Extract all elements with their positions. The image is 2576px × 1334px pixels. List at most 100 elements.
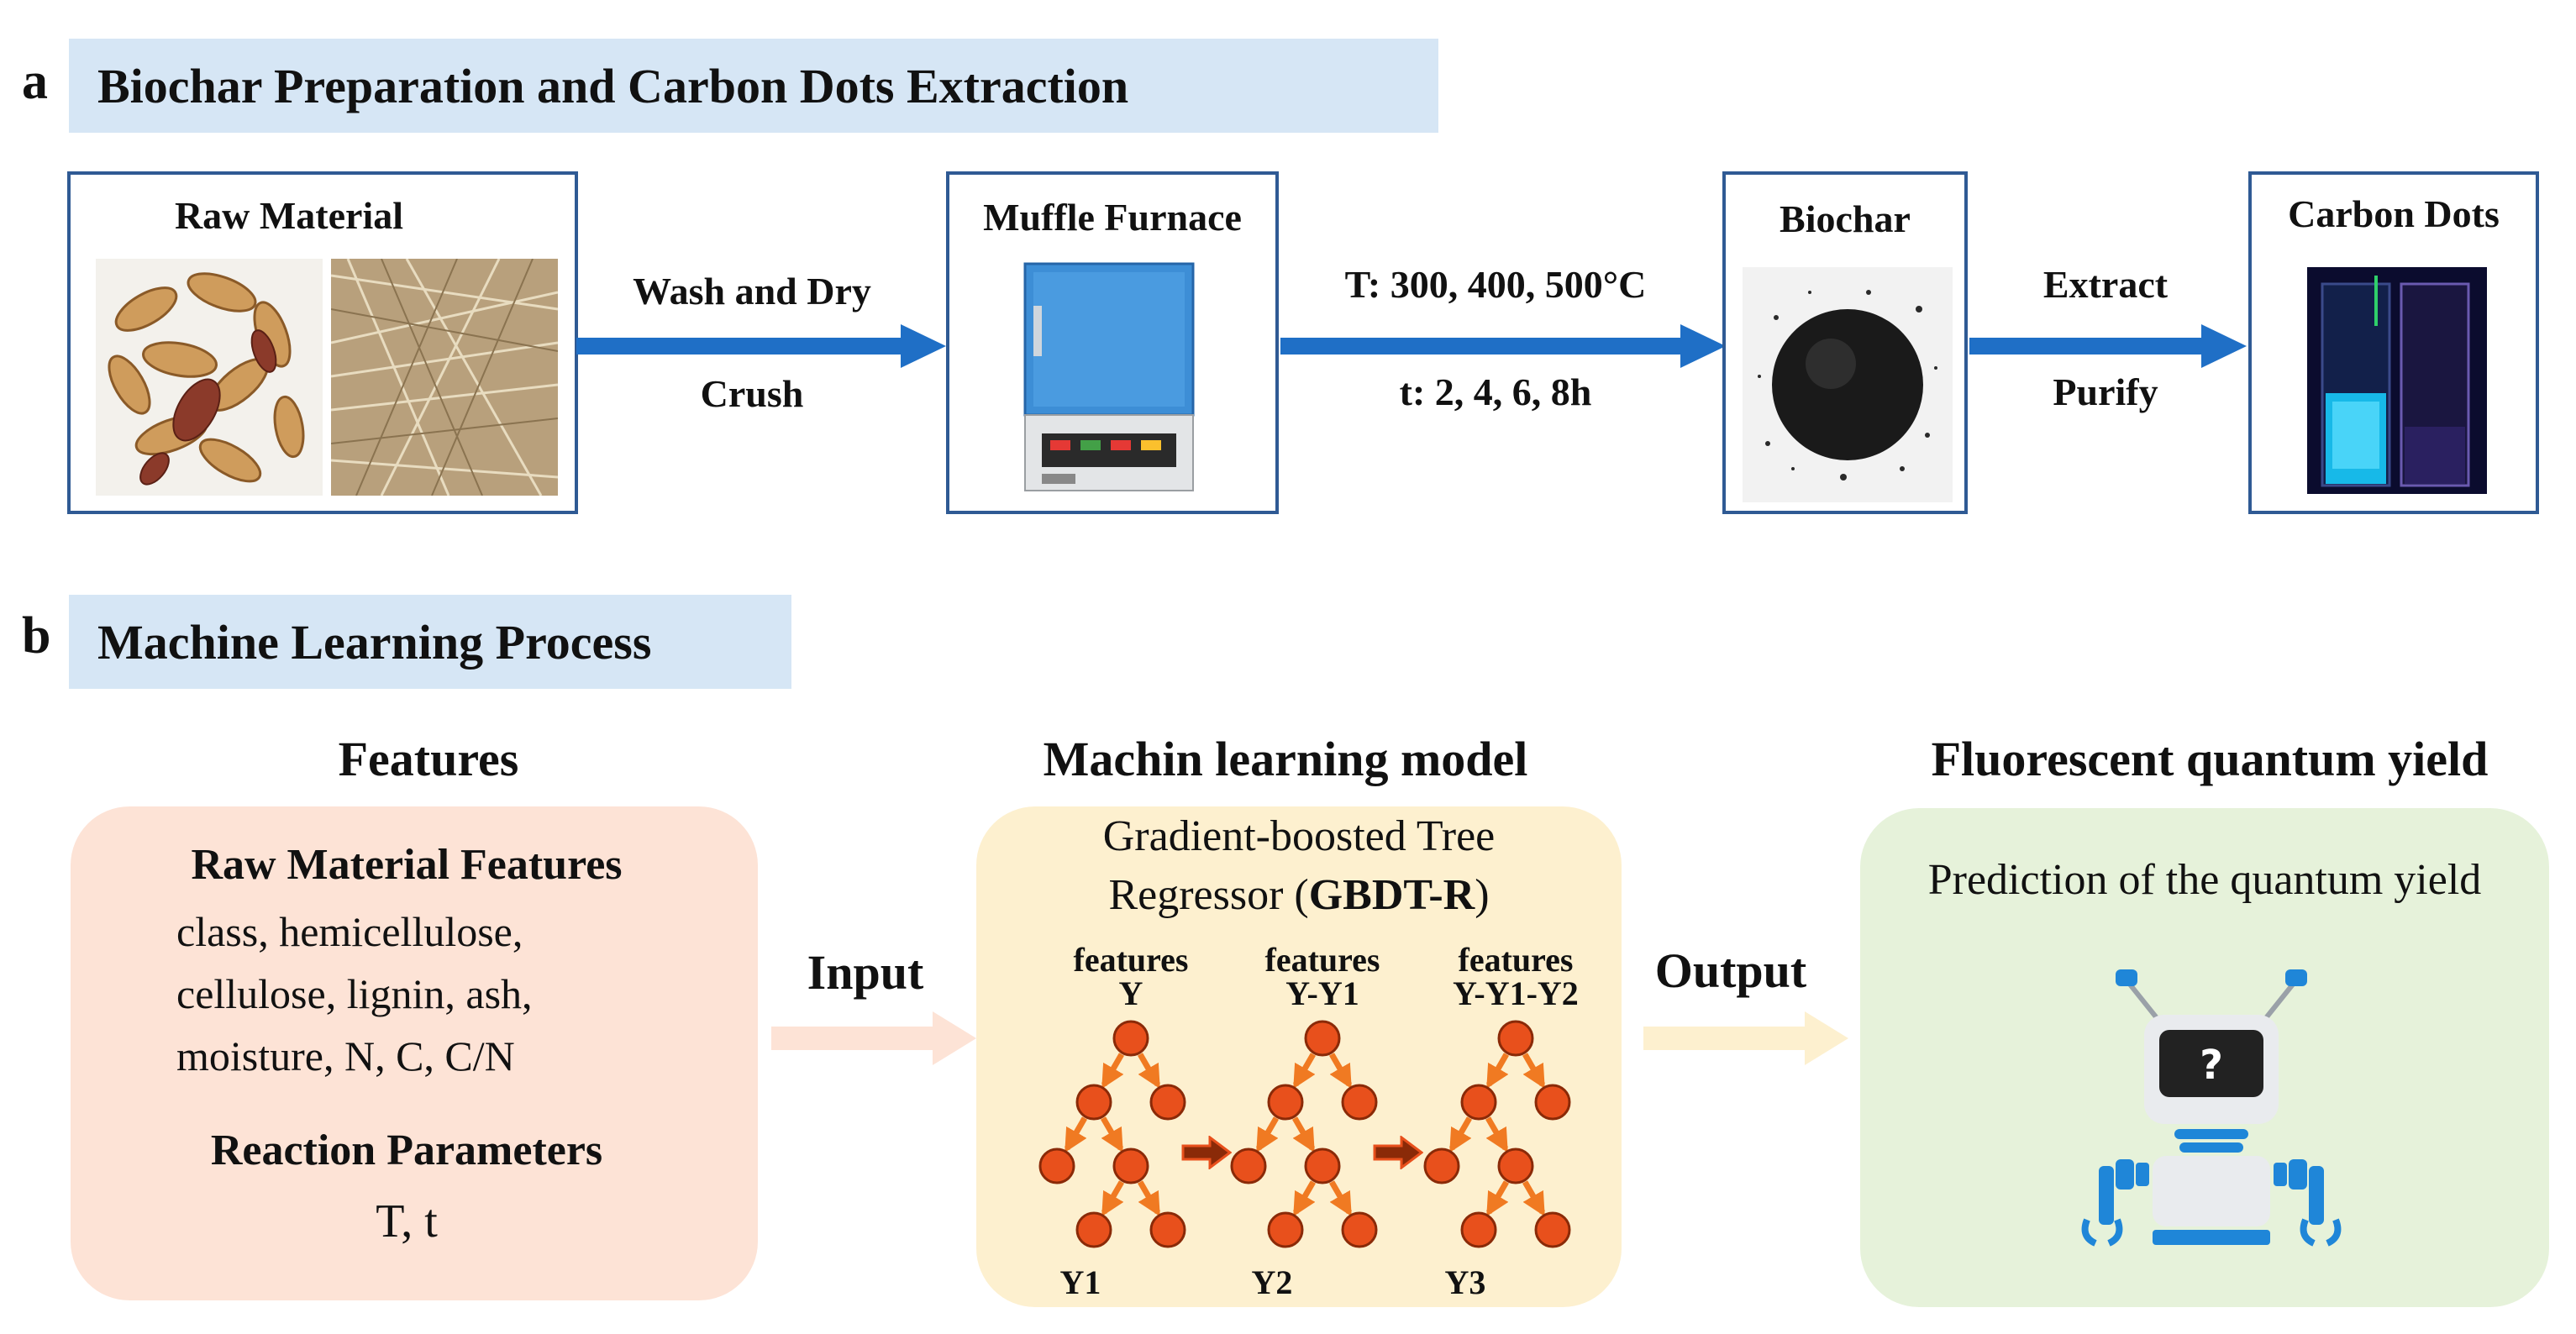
raw-features-line-2: cellulose, lignin, ash, [176,970,533,1017]
tree-edge [1137,1180,1161,1217]
tree-node [1497,1148,1534,1184]
raw-material-title: Raw Material [174,194,404,237]
output-arrow [1643,1011,1848,1065]
model-heading: Machin learning model [1043,732,1528,786]
process-arrow-3 [1969,324,2247,368]
tree-node [1460,1084,1497,1121]
carbon-dots-box: Carbon Dots [2248,171,2539,514]
tree-node [1038,1148,1075,1184]
model-name-prefix: Regressor ( [1108,871,1309,919]
furnace-icon [1023,262,1195,491]
arrow1-bottom-label: Crush [700,372,804,415]
input-label: Input [807,945,924,1000]
tree-node [1267,1211,1304,1248]
reaction-parameters-title: Reaction Parameters [210,1127,603,1174]
tree-connector-arrow [1373,1136,1423,1169]
biochar-box: Biochar [1722,171,1968,514]
features-heading: Features [338,732,519,786]
tree-node [1341,1211,1378,1248]
tree-3-feature-label: features [1458,941,1574,979]
tree-node [1149,1211,1186,1248]
biochar-image [1743,267,1953,502]
tree-node [1341,1084,1378,1121]
robot-icon: ? [2081,969,2342,1247]
tree-node [1534,1084,1571,1121]
muffle-furnace-box: Muffle Furnace [946,171,1279,514]
tree-node [1497,1020,1534,1057]
tree-edge [1485,1116,1509,1153]
yield-text: Prediction of the quantum yield [1927,856,2482,904]
process-arrow-2 [1280,324,1726,368]
tree-node [1460,1211,1497,1248]
tree-1-output-label: Y1 [1059,1263,1101,1301]
carbon-dots-title: Carbon Dots [2288,192,2500,235]
panel-b-title: Machine Learning Process [69,595,791,689]
tree-edge [1522,1180,1546,1217]
tree-node [1230,1148,1267,1184]
raw-features-title: Raw Material Features [191,841,623,889]
tree-2 [1230,1020,1378,1248]
arrow3-bottom-label: Purify [2053,370,2158,413]
tree-edge [1064,1116,1088,1153]
output-label: Output [1654,943,1807,998]
model-abbreviation: GBDT-R [1308,871,1475,919]
tree-3-target-label: Y-Y1-Y2 [1453,974,1579,1012]
arrow2-bottom-label: t: 2, 4, 6, 8h [1399,370,1592,413]
tree-node [1075,1084,1112,1121]
tree-node [1534,1211,1571,1248]
tree-1-feature-label: features [1073,941,1189,979]
model-name-suffix: ) [1475,871,1490,919]
tree-2-target-label: Y-Y1 [1285,974,1359,1012]
tree-node [1112,1020,1149,1057]
tree-edge [1100,1116,1124,1153]
tree-1 [1038,1020,1186,1248]
tree-edge [1328,1053,1353,1090]
tree-node [1112,1148,1149,1184]
tree-node [1149,1084,1186,1121]
raw-features-line-3: moisture, N, C, C/N [176,1032,515,1079]
tree-1-target-label: Y [1118,974,1143,1012]
tree-edge [1522,1053,1546,1090]
tree-2-feature-label: features [1264,941,1380,979]
model-name-line-1: Gradient-boosted Tree [1102,812,1496,860]
panel-b-letter: b [22,607,51,664]
tree-edge [1101,1053,1125,1090]
tree-edge [1292,1180,1317,1217]
tree-edge [1328,1180,1353,1217]
tree-2-output-label: Y2 [1251,1263,1293,1301]
tree-edge [1291,1116,1316,1153]
tree-node [1423,1148,1460,1184]
tree-edge [1255,1116,1280,1153]
tree-edge [1485,1053,1510,1090]
carbon-dots-image [2307,267,2487,494]
tree-edge [1485,1180,1510,1217]
process-arrow-1 [576,324,946,368]
raw-features-line-1: class, hemicellulose, [176,908,523,955]
features-box: Raw Material Features class, hemicellulo… [71,806,758,1300]
robot-screen-symbol: ? [2200,1042,2223,1089]
raw-material-box: Raw Material [67,171,578,514]
yield-heading: Fluorescent quantum yield [1931,732,2489,786]
arrow3-top-label: Extract [2042,263,2169,306]
tree-3 [1423,1020,1571,1248]
tree-node [1304,1148,1341,1184]
input-arrow [771,1011,976,1065]
arrow2-top-label: T: 300, 400, 500°C [1344,263,1647,306]
straw-image [331,259,558,496]
tree-edge [1448,1116,1473,1153]
panel-a-letter: a [22,53,48,110]
yield-box: Prediction of the quantum yield ? [1860,808,2549,1307]
muffle-furnace-title: Muffle Furnace [983,196,1242,239]
tree-edge [1137,1053,1161,1090]
tree-connector-arrow [1181,1136,1232,1169]
reaction-parameters-value: T, t [376,1195,438,1247]
tree-edge [1292,1053,1317,1090]
arrow1-top-label: Wash and Dry [633,270,871,312]
tree-edge [1101,1180,1125,1217]
biochar-title: Biochar [1780,197,1911,240]
model-name-line-2: Regressor (GBDT-R) [976,870,1622,920]
tree-3-output-label: Y3 [1444,1263,1486,1301]
tree-node [1075,1211,1112,1248]
panel-a-title: Biochar Preparation and Carbon Dots Extr… [69,39,1438,133]
tree-node [1267,1084,1304,1121]
